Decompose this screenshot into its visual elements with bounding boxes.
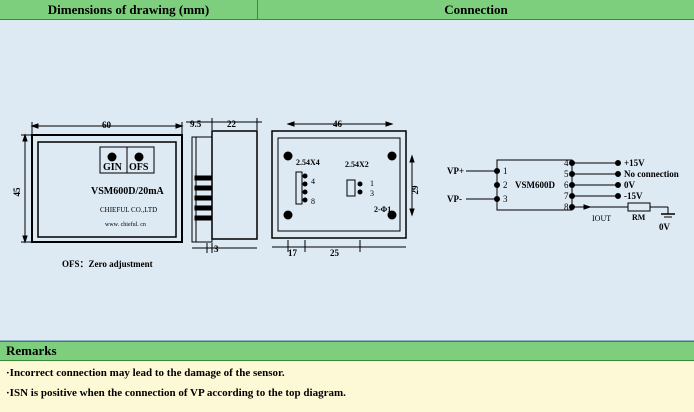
bottom-dim-46: 46 — [333, 119, 343, 129]
signal-minus-15v: -15V — [624, 191, 643, 201]
signal-0v: 0V — [624, 180, 636, 190]
model-label: VSM600D/20mA — [91, 186, 165, 197]
remarks-body: ·Incorrect connection may lead to the da… — [0, 361, 694, 412]
side-body — [211, 130, 258, 240]
module-name: VSM600D — [515, 180, 555, 190]
front-width-dim-text: 60 — [102, 120, 112, 130]
dimensions-header: Dimensions of drawing (mm) — [0, 0, 258, 20]
ofs-note: OFS：Zero adjustment — [62, 259, 153, 269]
bottom-outer-frame — [271, 130, 407, 239]
bottom-view — [271, 121, 415, 252]
company-label: CHIEFUL CO.,LTD — [100, 206, 157, 214]
ofs-screw-icon — [134, 152, 144, 162]
mount-hole-icon — [283, 151, 293, 161]
bottom-dim-17: 17 — [288, 248, 298, 258]
remarks-title: Remarks — [6, 343, 57, 358]
pin-1: 1 — [503, 166, 508, 176]
pin-4: 4 — [564, 158, 569, 168]
bottom-inner-frame — [277, 137, 401, 232]
front-view — [21, 122, 184, 244]
rm-resistor — [627, 202, 651, 212]
signal-no-connection: No connection — [624, 169, 679, 179]
pin-a-4: 4 — [311, 177, 315, 186]
remarks-header: Remarks — [0, 341, 694, 361]
pin-6: 6 — [564, 180, 569, 190]
pin-b-3: 3 — [370, 189, 374, 198]
hole-label: 2-Φ1 — [374, 205, 391, 214]
pin-group-b-label: 2.54X2 — [345, 160, 369, 169]
pin-a-8: 8 — [311, 197, 315, 206]
rm-label: RM — [632, 213, 646, 222]
front-outer-frame — [31, 134, 183, 243]
remark-line-2: ·ISN is positive when the connection of … — [6, 387, 346, 399]
website-label: www. chieful. cn — [105, 221, 146, 228]
pin-group-b-outline — [346, 179, 356, 197]
pin-2: 2 — [503, 180, 508, 190]
bottom-dim-25: 25 — [330, 248, 340, 258]
connection-title: Connection — [444, 1, 508, 17]
drawing-area: 60 45 GIN OFS VSM600D/20mA CHIEFUL CO.,L… — [0, 20, 694, 341]
bottom-dim-29: 29 — [410, 185, 420, 195]
pin-8: 8 — [564, 202, 569, 212]
connection-header: Connection — [258, 0, 694, 20]
technical-drawing: 60 45 GIN OFS VSM600D/20mA CHIEFUL CO.,L… — [12, 118, 679, 269]
remark-line-1: ·Incorrect connection may lead to the da… — [6, 367, 285, 379]
side-dim-3: 3 — [214, 244, 219, 254]
mount-hole-icon — [387, 210, 397, 220]
side-dim-9-5: 9.5 — [190, 119, 202, 129]
pin-group-a-label: 2.54X4 — [296, 158, 320, 167]
ofs-label: OFS — [129, 162, 149, 173]
gin-label: GIN — [103, 162, 123, 173]
vp-minus-label: VP- — [447, 194, 462, 204]
front-height-dim-text: 45 — [12, 187, 22, 197]
side-view — [186, 118, 262, 253]
pin-group-a-outline — [295, 171, 303, 205]
ground-0v-label: 0V — [659, 222, 671, 232]
side-dim-22: 22 — [227, 119, 237, 129]
mount-hole-icon — [283, 210, 293, 220]
gin-screw-icon — [107, 152, 117, 162]
iout-arrow-icon — [583, 204, 592, 210]
front-inner-frame — [37, 141, 177, 238]
connection-diagram — [466, 159, 675, 218]
pin-3: 3 — [503, 194, 508, 204]
vp-plus-label: VP+ — [447, 166, 464, 176]
mount-hole-icon — [387, 151, 397, 161]
pin-7: 7 — [564, 191, 569, 201]
pin-b-1: 1 — [370, 179, 374, 188]
iout-label: IOUT — [592, 214, 611, 223]
dimensions-title: Dimensions of drawing (mm) — [47, 1, 210, 17]
pin-5: 5 — [564, 169, 569, 179]
signal-plus-15v: +15V — [624, 158, 645, 168]
